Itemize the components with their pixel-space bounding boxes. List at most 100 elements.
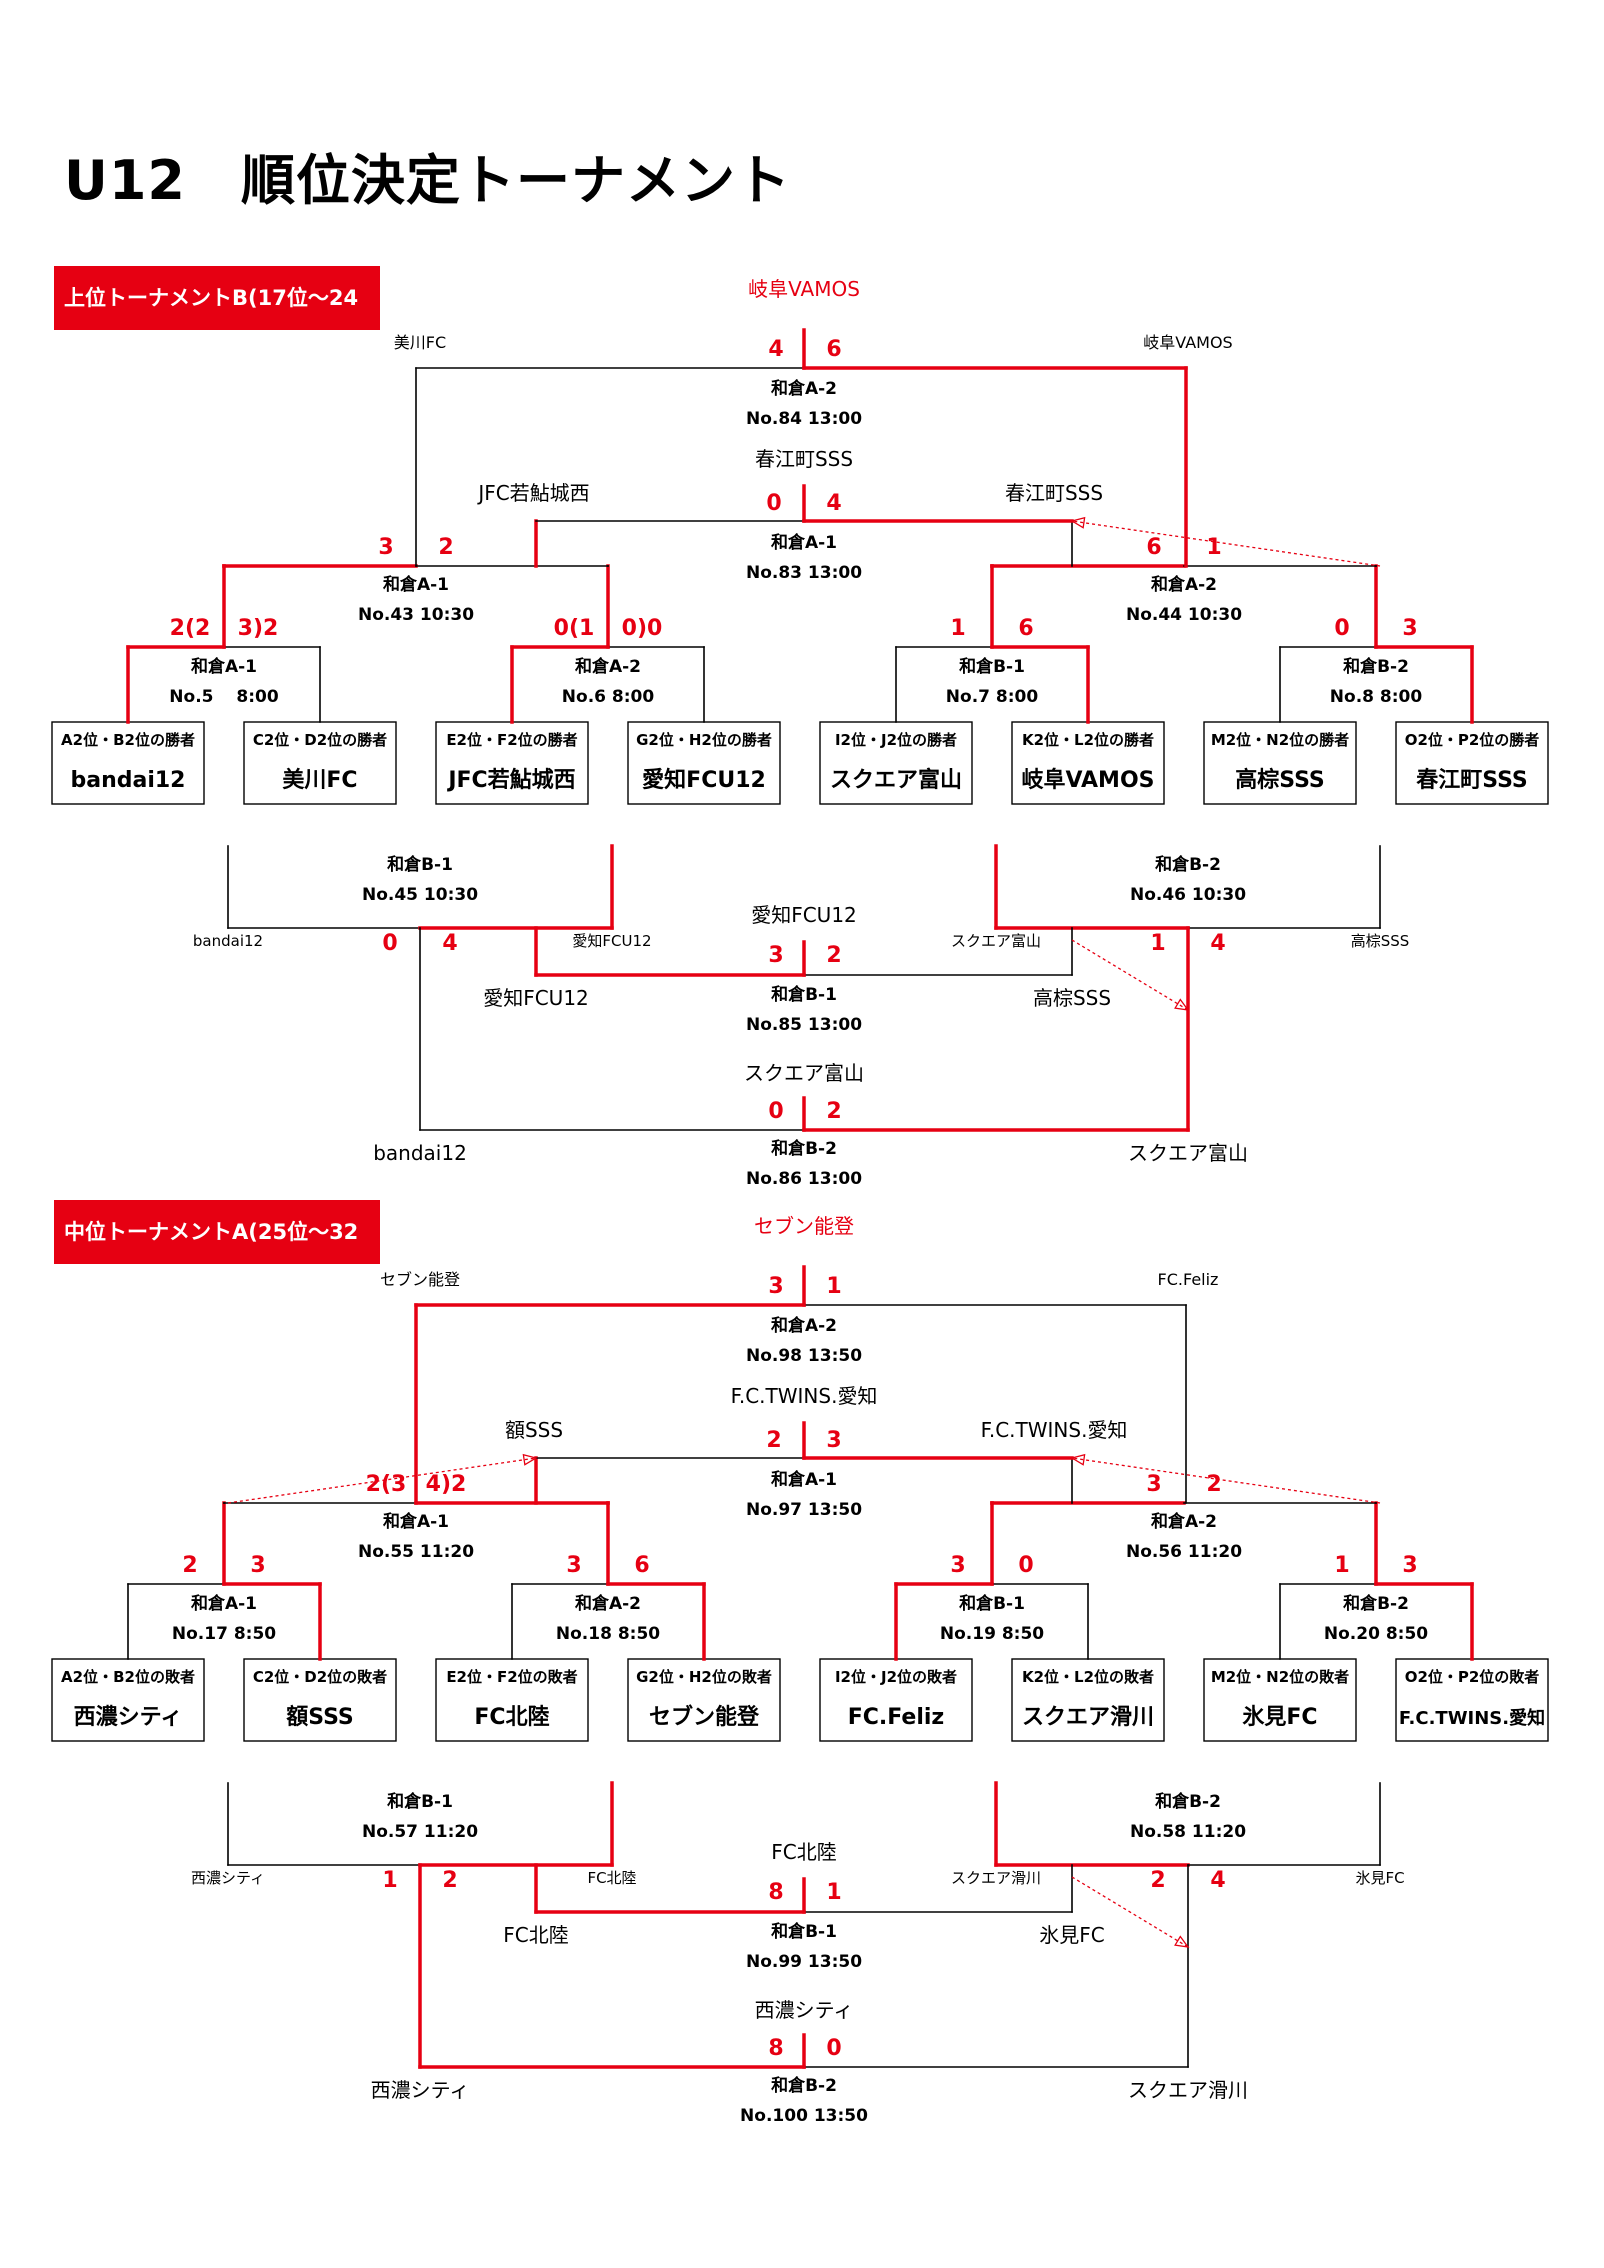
sec0-team-name: 愛知FCU12 <box>642 767 766 793</box>
sec1-final-team-right: FC.Feliz <box>1158 1270 1219 1289</box>
sec1-advance-arrow-lower-head <box>1174 1935 1190 1948</box>
sec0-final-winner: 岐阜VAMOS <box>748 277 860 301</box>
sec0-r2-score-right: 2 <box>438 535 453 560</box>
sec0-semi-score-left: 0 <box>766 491 781 516</box>
sec1-r1-score-right: 3 <box>1402 1553 1417 1578</box>
sec0-semi-winner: 春江町SSS <box>755 447 853 471</box>
sec0-r1-score-left: 2(2 <box>170 616 211 641</box>
sec1-r1-score-right: 6 <box>634 1553 649 1578</box>
sec0-lbl-venue: 和倉B-2 <box>771 1138 837 1159</box>
sec0-lbl-match-no: No.86 13:00 <box>746 1169 862 1189</box>
sec0-r1-2-match-no: No.7 8:00 <box>946 687 1039 707</box>
sec0-lb-score-left: 1 <box>1150 931 1165 956</box>
sec1-team-slot: C2位・D2位の敗者 <box>253 1668 387 1686</box>
sec1-lbl-team-right: スクエア滑川 <box>1128 2078 1248 2102</box>
sec1-final-score-right: 1 <box>826 1274 841 1299</box>
sec1-advance-arrow-upper-right <box>1071 1457 1381 1504</box>
sec1-semi-match-no: No.97 13:50 <box>746 1500 862 1520</box>
sec1-r2-score-right: 2 <box>1206 1472 1221 1497</box>
sec0-team-box <box>51 721 205 805</box>
sec0-lb-0-match-no: No.45 10:30 <box>362 885 478 905</box>
sec1-team-slot: M2位・N2位の敗者 <box>1211 1668 1349 1686</box>
sec1-team-box <box>243 1658 397 1742</box>
sec1-team-name: 西濃シティ <box>74 1705 183 1730</box>
sec1-lb-score-left: 1 <box>382 1868 397 1893</box>
sec0-lb-score-right: 4 <box>442 931 457 956</box>
sec1-r1-3-match-no: No.20 8:50 <box>1324 1624 1428 1644</box>
sec1-lbw-match-no: No.99 13:50 <box>746 1952 862 1972</box>
sec1-final-team-left: セブン能登 <box>380 1270 460 1289</box>
sec1-r1-score-left: 1 <box>1334 1553 1349 1578</box>
sec1-team-name: スクエア滑川 <box>1022 1705 1154 1730</box>
sec1-final-venue: 和倉A-2 <box>771 1315 837 1336</box>
sec0-lbw-team-left: 愛知FCU12 <box>483 986 589 1010</box>
sec0-team-slot: E2位・F2位の勝者 <box>446 731 577 749</box>
sec0-advance-arrow-lower-head <box>1174 998 1190 1011</box>
sec1-lbw-score-left: 8 <box>768 1880 783 1905</box>
sec1-lb-team-right: 氷見FC <box>1355 1869 1404 1887</box>
sec0-lbw-score-right: 2 <box>826 943 841 968</box>
sec0-team-slot: O2位・P2位の勝者 <box>1405 731 1540 749</box>
sec0-lb-team-right: 高棕SSS <box>1351 932 1410 950</box>
sec0-team-box <box>1203 721 1357 805</box>
sec1-lb-score-right: 2 <box>442 1868 457 1893</box>
sec1-r2-score-left: 3 <box>1146 1472 1161 1497</box>
sec0-team-slot: M2位・N2位の勝者 <box>1211 731 1349 749</box>
sec1-lbw-team-right: 氷見FC <box>1039 1923 1104 1947</box>
sec1-team-box <box>1395 1658 1549 1742</box>
sec0-lb-team-right: 愛知FCU12 <box>572 932 651 950</box>
sec1-lb-score-left: 2 <box>1150 1868 1165 1893</box>
sec0-lb-score-left: 0 <box>382 931 397 956</box>
sec0-r2-score-left: 6 <box>1146 535 1161 560</box>
sec0-final-team-left: 美川FC <box>394 333 446 352</box>
sec1-lbl-venue: 和倉B-2 <box>771 2075 837 2096</box>
sec1-lbw-team-left: FC北陸 <box>503 1923 568 1947</box>
sec0-team-name: スクエア富山 <box>830 767 962 793</box>
sec0-team-name: bandai12 <box>70 768 185 793</box>
sec0-advance-arrow-upper-head <box>1070 516 1086 529</box>
sec1-team-slot: K2位・L2位の敗者 <box>1022 1668 1154 1686</box>
sec1-lb-0-venue: 和倉B-1 <box>387 1791 453 1812</box>
sec1-final-score-left: 3 <box>768 1274 783 1299</box>
sec0-advance-arrow-upper <box>1071 520 1381 567</box>
sec0-final-venue: 和倉A-2 <box>771 378 837 399</box>
sec1-final-match-no: No.98 13:50 <box>746 1346 862 1366</box>
sec1-advance-arrow-upper-right-head <box>1070 1453 1086 1466</box>
sec0-team-slot: K2位・L2位の勝者 <box>1022 731 1154 749</box>
sec0-lb-0-venue: 和倉B-1 <box>387 854 453 875</box>
sec1-lbl-winner: 西濃シティ <box>755 1998 854 2022</box>
sec0-advance-arrow-lower <box>1071 939 1189 1011</box>
sec0-lbw-match-no: No.85 13:00 <box>746 1015 862 1035</box>
sec0-r1-score-right: 0)0 <box>622 616 663 641</box>
sec0-lb-1-venue: 和倉B-2 <box>1155 854 1221 875</box>
sec1-lbl-score-right: 0 <box>826 2036 841 2061</box>
sec1-final-winner: セブン能登 <box>754 1214 854 1238</box>
sec1-r2-1-match-no: No.56 11:20 <box>1126 1542 1242 1562</box>
sec1-r2-1-venue: 和倉A-2 <box>1151 1511 1217 1532</box>
sec0-r1-score-right: 3)2 <box>238 616 279 641</box>
sec1-team-slot: A2位・B2位の敗者 <box>61 1668 195 1686</box>
sec0-lbl-team-right: スクエア富山 <box>1128 1141 1248 1165</box>
page-title: U12 順位決定トーナメント <box>64 149 791 212</box>
sec1-lbw-winner: FC北陸 <box>771 1840 836 1864</box>
sec0-r1-score-right: 3 <box>1402 616 1417 641</box>
sec1-lbl-match-no: No.100 13:50 <box>740 2106 868 2126</box>
sec0-team-name: 春江町SSS <box>1416 768 1528 793</box>
sec0-r2-1-venue: 和倉A-2 <box>1151 574 1217 595</box>
sec1-lb-team-right: FC北陸 <box>587 1869 636 1887</box>
sec0-team-name: 高棕SSS <box>1235 767 1325 793</box>
sec1-lb-1-venue: 和倉B-2 <box>1155 1791 1221 1812</box>
sec0-r1-3-venue: 和倉B-2 <box>1343 656 1409 677</box>
sec1-r2-score-right: 4)2 <box>426 1472 467 1497</box>
sec1-team-name: セブン能登 <box>649 1704 760 1730</box>
section-label-middle: 中位トーナメントA(25位～32位) <box>54 1200 380 1308</box>
sec1-team-box <box>51 1658 205 1742</box>
sec0-lbw-venue: 和倉B-1 <box>771 984 837 1005</box>
sec1-r1-score-left: 2 <box>182 1553 197 1578</box>
sec1-r1-score-right: 3 <box>250 1553 265 1578</box>
sec1-semi-score-right: 3 <box>826 1428 841 1453</box>
sec0-team-name: 岐阜VAMOS <box>1022 767 1155 793</box>
sec0-lbl-team-left: bandai12 <box>373 1141 467 1165</box>
sec0-r1-score-right: 6 <box>1018 616 1033 641</box>
sec1-semi-score-left: 2 <box>766 1428 781 1453</box>
